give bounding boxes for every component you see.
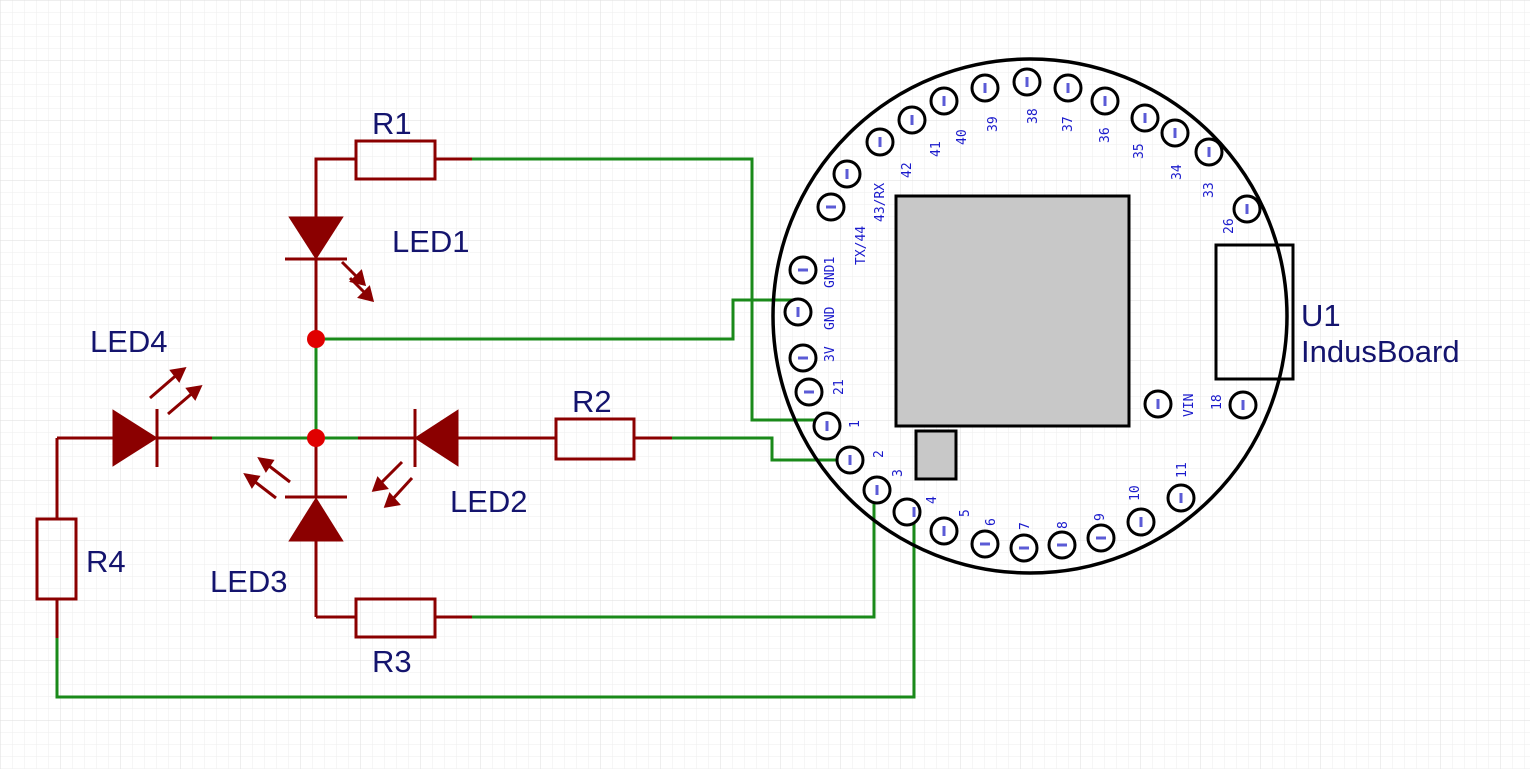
- pin-pad[interactable]: [1194, 137, 1224, 167]
- wire-r4-to-pin4[interactable]: [55, 512, 916, 699]
- pin-pad[interactable]: [897, 105, 927, 135]
- pin-pad[interactable]: [1143, 389, 1173, 419]
- pin-pad[interactable]: [1090, 86, 1120, 116]
- pin-label-26: 26: [1222, 218, 1237, 234]
- pin-pad[interactable]: [892, 497, 922, 527]
- pin-label-38: 38: [1026, 108, 1041, 124]
- pin-labels: 43/RX 42 41 40 39 38 37 36 35 34 33 26 T…: [823, 108, 1237, 530]
- pin-pad[interactable]: [1086, 523, 1116, 553]
- board-name: IndusBoard: [1301, 334, 1460, 369]
- resistor-r1[interactable]: [314, 139, 472, 218]
- pin-label-41: 41: [929, 141, 944, 157]
- pin-pad[interactable]: [1053, 73, 1083, 103]
- board-small-chip: [914, 429, 958, 481]
- wire-r2-to-pin2[interactable]: [672, 436, 850, 462]
- pin-pad[interactable]: [970, 73, 1000, 103]
- components: [35, 139, 672, 639]
- indusboard-u1[interactable]: 43/RX 42 41 40 39 38 37 36 35 34 33 26 T…: [771, 57, 1460, 575]
- pin-label-33: 33: [1202, 182, 1217, 198]
- board-outline: [771, 57, 1289, 575]
- pin-label-43rx: 43/RX: [873, 183, 888, 222]
- pin-label-2: 2: [872, 450, 887, 458]
- pin-pad[interactable]: [1166, 483, 1196, 513]
- pin-pad[interactable]: [1009, 533, 1039, 563]
- junction-dot-lower: [307, 429, 325, 447]
- label-r1: R1: [372, 106, 412, 141]
- pin-label-5: 5: [958, 509, 973, 517]
- pin-pad[interactable]: [1047, 530, 1077, 560]
- pin-label-1: 1: [848, 420, 863, 428]
- pin-pad[interactable]: [835, 445, 865, 475]
- pin-label-gnd: GND: [823, 306, 838, 330]
- resistor-r3[interactable]: [316, 597, 472, 639]
- led2[interactable]: [358, 409, 556, 508]
- pin-pad[interactable]: [788, 343, 818, 373]
- pin-pad[interactable]: [1012, 67, 1042, 97]
- pin-pad[interactable]: [1228, 390, 1258, 420]
- pin-label-39: 39: [986, 116, 1001, 132]
- pin-label-3v: 3V: [823, 346, 838, 362]
- pin-pad[interactable]: [1160, 118, 1190, 148]
- pin-label-6: 6: [984, 518, 999, 526]
- led3[interactable]: [243, 438, 347, 617]
- pin-label-tx44: TX/44: [854, 226, 869, 265]
- pin-label-40: 40: [955, 129, 970, 145]
- pin-pad[interactable]: [832, 159, 862, 189]
- pin-pad[interactable]: [812, 411, 842, 441]
- pin-pad[interactable]: [929, 86, 959, 116]
- board-ref-u1: U1: [1301, 298, 1341, 333]
- pin-label-8: 8: [1056, 521, 1071, 529]
- pin-label-9: 9: [1093, 513, 1108, 521]
- pin-label-21: 21: [832, 379, 847, 395]
- pin-pad[interactable]: [1126, 507, 1156, 537]
- pin-pad[interactable]: [862, 475, 892, 505]
- pin-label-37: 37: [1061, 116, 1076, 132]
- board-usb-connector: [1214, 243, 1295, 381]
- label-r4: R4: [86, 544, 126, 579]
- pin-label-11: 11: [1175, 462, 1190, 478]
- pin-label-42: 42: [900, 162, 915, 178]
- pin-label-18: 18: [1210, 394, 1225, 410]
- resistor-r2[interactable]: [554, 417, 672, 461]
- pin-label-vin: VIN: [1182, 394, 1197, 417]
- pin-pad[interactable]: [1232, 194, 1262, 224]
- pin-pad[interactable]: [788, 255, 818, 285]
- pin-pad[interactable]: [794, 377, 824, 407]
- pin-pad[interactable]: [1130, 103, 1160, 133]
- led4[interactable]: [57, 367, 212, 467]
- pin-label-7: 7: [1018, 522, 1033, 530]
- pin-pad[interactable]: [865, 127, 895, 157]
- label-led2: LED2: [450, 484, 528, 519]
- pin-label-10: 10: [1128, 485, 1143, 501]
- wire-r3-to-pin3[interactable]: [472, 492, 876, 619]
- pin-pad[interactable]: [816, 192, 846, 222]
- pin-pad[interactable]: [929, 516, 959, 546]
- pin-label-3: 3: [891, 469, 906, 477]
- pin-label-4: 4: [925, 496, 940, 504]
- pin-label-34: 34: [1170, 164, 1185, 180]
- led1[interactable]: [285, 216, 375, 339]
- pin-label-gnd1: GND1: [823, 257, 838, 288]
- label-led4: LED4: [90, 324, 168, 359]
- label-r2: R2: [572, 384, 612, 419]
- pin-pad[interactable]: [783, 297, 813, 327]
- pin-pad[interactable]: [970, 529, 1000, 559]
- junction-dot-upper: [307, 330, 325, 348]
- board-module: [894, 194, 1131, 428]
- pin-label-35: 35: [1132, 143, 1147, 159]
- label-led3: LED3: [210, 564, 288, 599]
- resistor-r4[interactable]: [35, 438, 78, 638]
- label-led1: LED1: [392, 224, 470, 259]
- pin-pads: [783, 67, 1262, 563]
- label-r3: R3: [372, 644, 412, 679]
- pin-label-36: 36: [1098, 127, 1113, 143]
